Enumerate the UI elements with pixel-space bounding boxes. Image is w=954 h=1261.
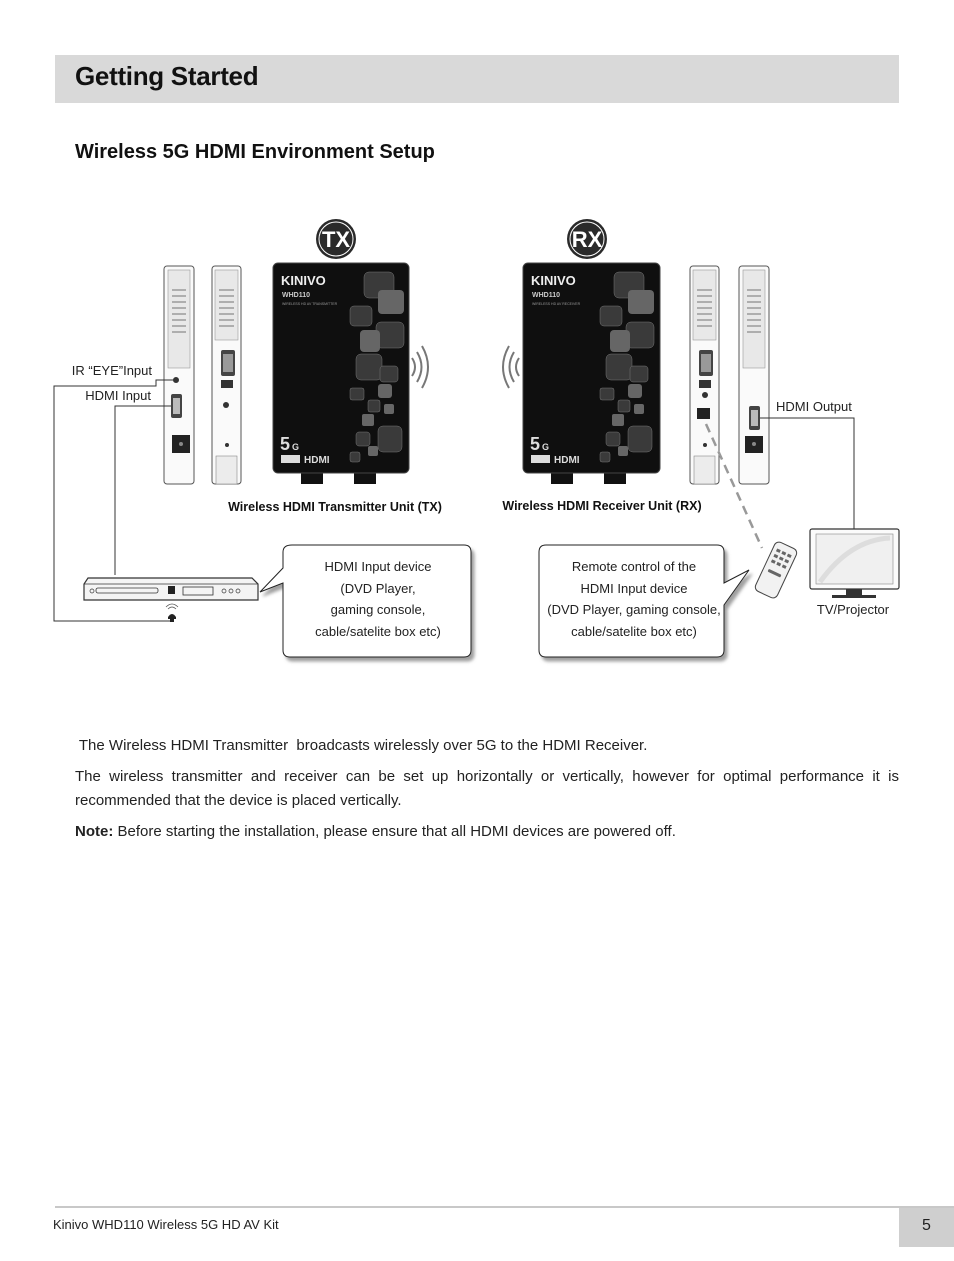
callout-input-line: HDMI Input device — [324, 559, 432, 574]
svg-text:RX: RX — [572, 227, 603, 252]
svg-text:KINIVO: KINIVO — [281, 273, 326, 288]
callout-input-line: gaming console, — [330, 602, 426, 617]
orientation-paragraph: The wireless transmitter and receiver ca… — [75, 768, 899, 809]
svg-text:WIRELESS HD AV TRANSMITTER: WIRELESS HD AV TRANSMITTER — [282, 302, 338, 306]
callout-remote-line: (DVD Player, gaming console, — [547, 602, 721, 617]
callout-input-line: cable/satelite box etc) — [315, 623, 441, 639]
hdmi-output-label: HDMI Output — [776, 399, 852, 414]
note-paragraph: Note: Before starting the installation, … — [75, 820, 899, 844]
rx-signal-waves — [502, 345, 520, 389]
header-bar: Getting Started — [55, 55, 899, 103]
callout-remote-line: cable/satelite box etc) — [571, 623, 697, 639]
rx-caption: Wireless HDMI Receiver Unit (RX) — [502, 499, 701, 513]
callout-remote-text: Remote control of the HDMI Input device … — [539, 556, 729, 642]
tx-side-panel-left — [163, 265, 195, 485]
tx-side-panel-right — [211, 265, 242, 485]
connection-lines — [53, 379, 855, 622]
setup-diagram: TX KINIVO WHD110 WIRELESS HD AV TRANSMIT… — [53, 219, 900, 658]
footer-text: Kinivo WHD110 Wireless 5G HD AV Kit — [53, 1217, 279, 1232]
svg-text:WIRELESS HD AV RECEIVER: WIRELESS HD AV RECEIVER — [532, 302, 581, 306]
dvd-player — [83, 577, 259, 601]
callout-input-line: (DVD Player, — [340, 580, 416, 596]
tx-signal-waves — [411, 345, 429, 389]
rx-side-panel-right — [738, 265, 770, 485]
callout-input-device-text: HDMI Input device (DVD Player, gaming co… — [285, 556, 471, 642]
callout-remote-line: Remote control of the — [571, 559, 697, 574]
callout-remote-line: HDMI Input device — [580, 580, 688, 596]
intro-paragraph: The Wireless HDMI Transmitter broadcasts… — [75, 737, 648, 754]
callout-remote-box — [538, 544, 750, 658]
svg-text:5: 5 — [530, 434, 540, 454]
tv-label: TV/Projector — [817, 602, 890, 617]
page-number: 5 — [922, 1217, 931, 1234]
page-number-box: 5 — [899, 1208, 954, 1247]
ir-eye-label: IR “EYE”Input — [72, 363, 153, 378]
rx-badge: RX — [567, 219, 607, 259]
ir-emitter-icon — [165, 603, 179, 622]
callout-input-device-box — [259, 544, 472, 658]
page-title: Getting Started — [75, 61, 259, 91]
svg-text:HDMI: HDMI — [554, 455, 580, 466]
footer-divider — [55, 1206, 954, 1208]
rx-side-panel-left — [689, 265, 720, 485]
ir-signal-line — [704, 423, 764, 549]
tv-projector-icon — [809, 528, 900, 598]
tx-device: KINIVO WHD110 WIRELESS HD AV TRANSMITTER… — [272, 262, 410, 484]
svg-text:WHD110: WHD110 — [282, 292, 310, 299]
section-title: Wireless 5G HDMI Environment Setup — [75, 141, 435, 163]
svg-text:HDMI: HDMI — [304, 455, 330, 466]
rx-device: KINIVO WHD110 WIRELESS HD AV RECEIVER 5 … — [522, 262, 661, 484]
svg-text:G: G — [542, 442, 549, 452]
svg-text:KINIVO: KINIVO — [531, 273, 576, 288]
svg-text:5: 5 — [280, 434, 290, 454]
note-label: Note: — [75, 823, 114, 840]
remote-control-icon — [754, 541, 798, 599]
note-text: Before starting the installation, please… — [113, 823, 676, 840]
tx-caption: Wireless HDMI Transmitter Unit (TX) — [228, 500, 442, 514]
svg-text:G: G — [292, 442, 299, 452]
svg-text:WHD110: WHD110 — [532, 292, 560, 299]
svg-text:TX: TX — [322, 227, 350, 252]
tx-badge: TX — [316, 219, 356, 259]
hdmi-input-label: HDMI Input — [85, 388, 151, 403]
